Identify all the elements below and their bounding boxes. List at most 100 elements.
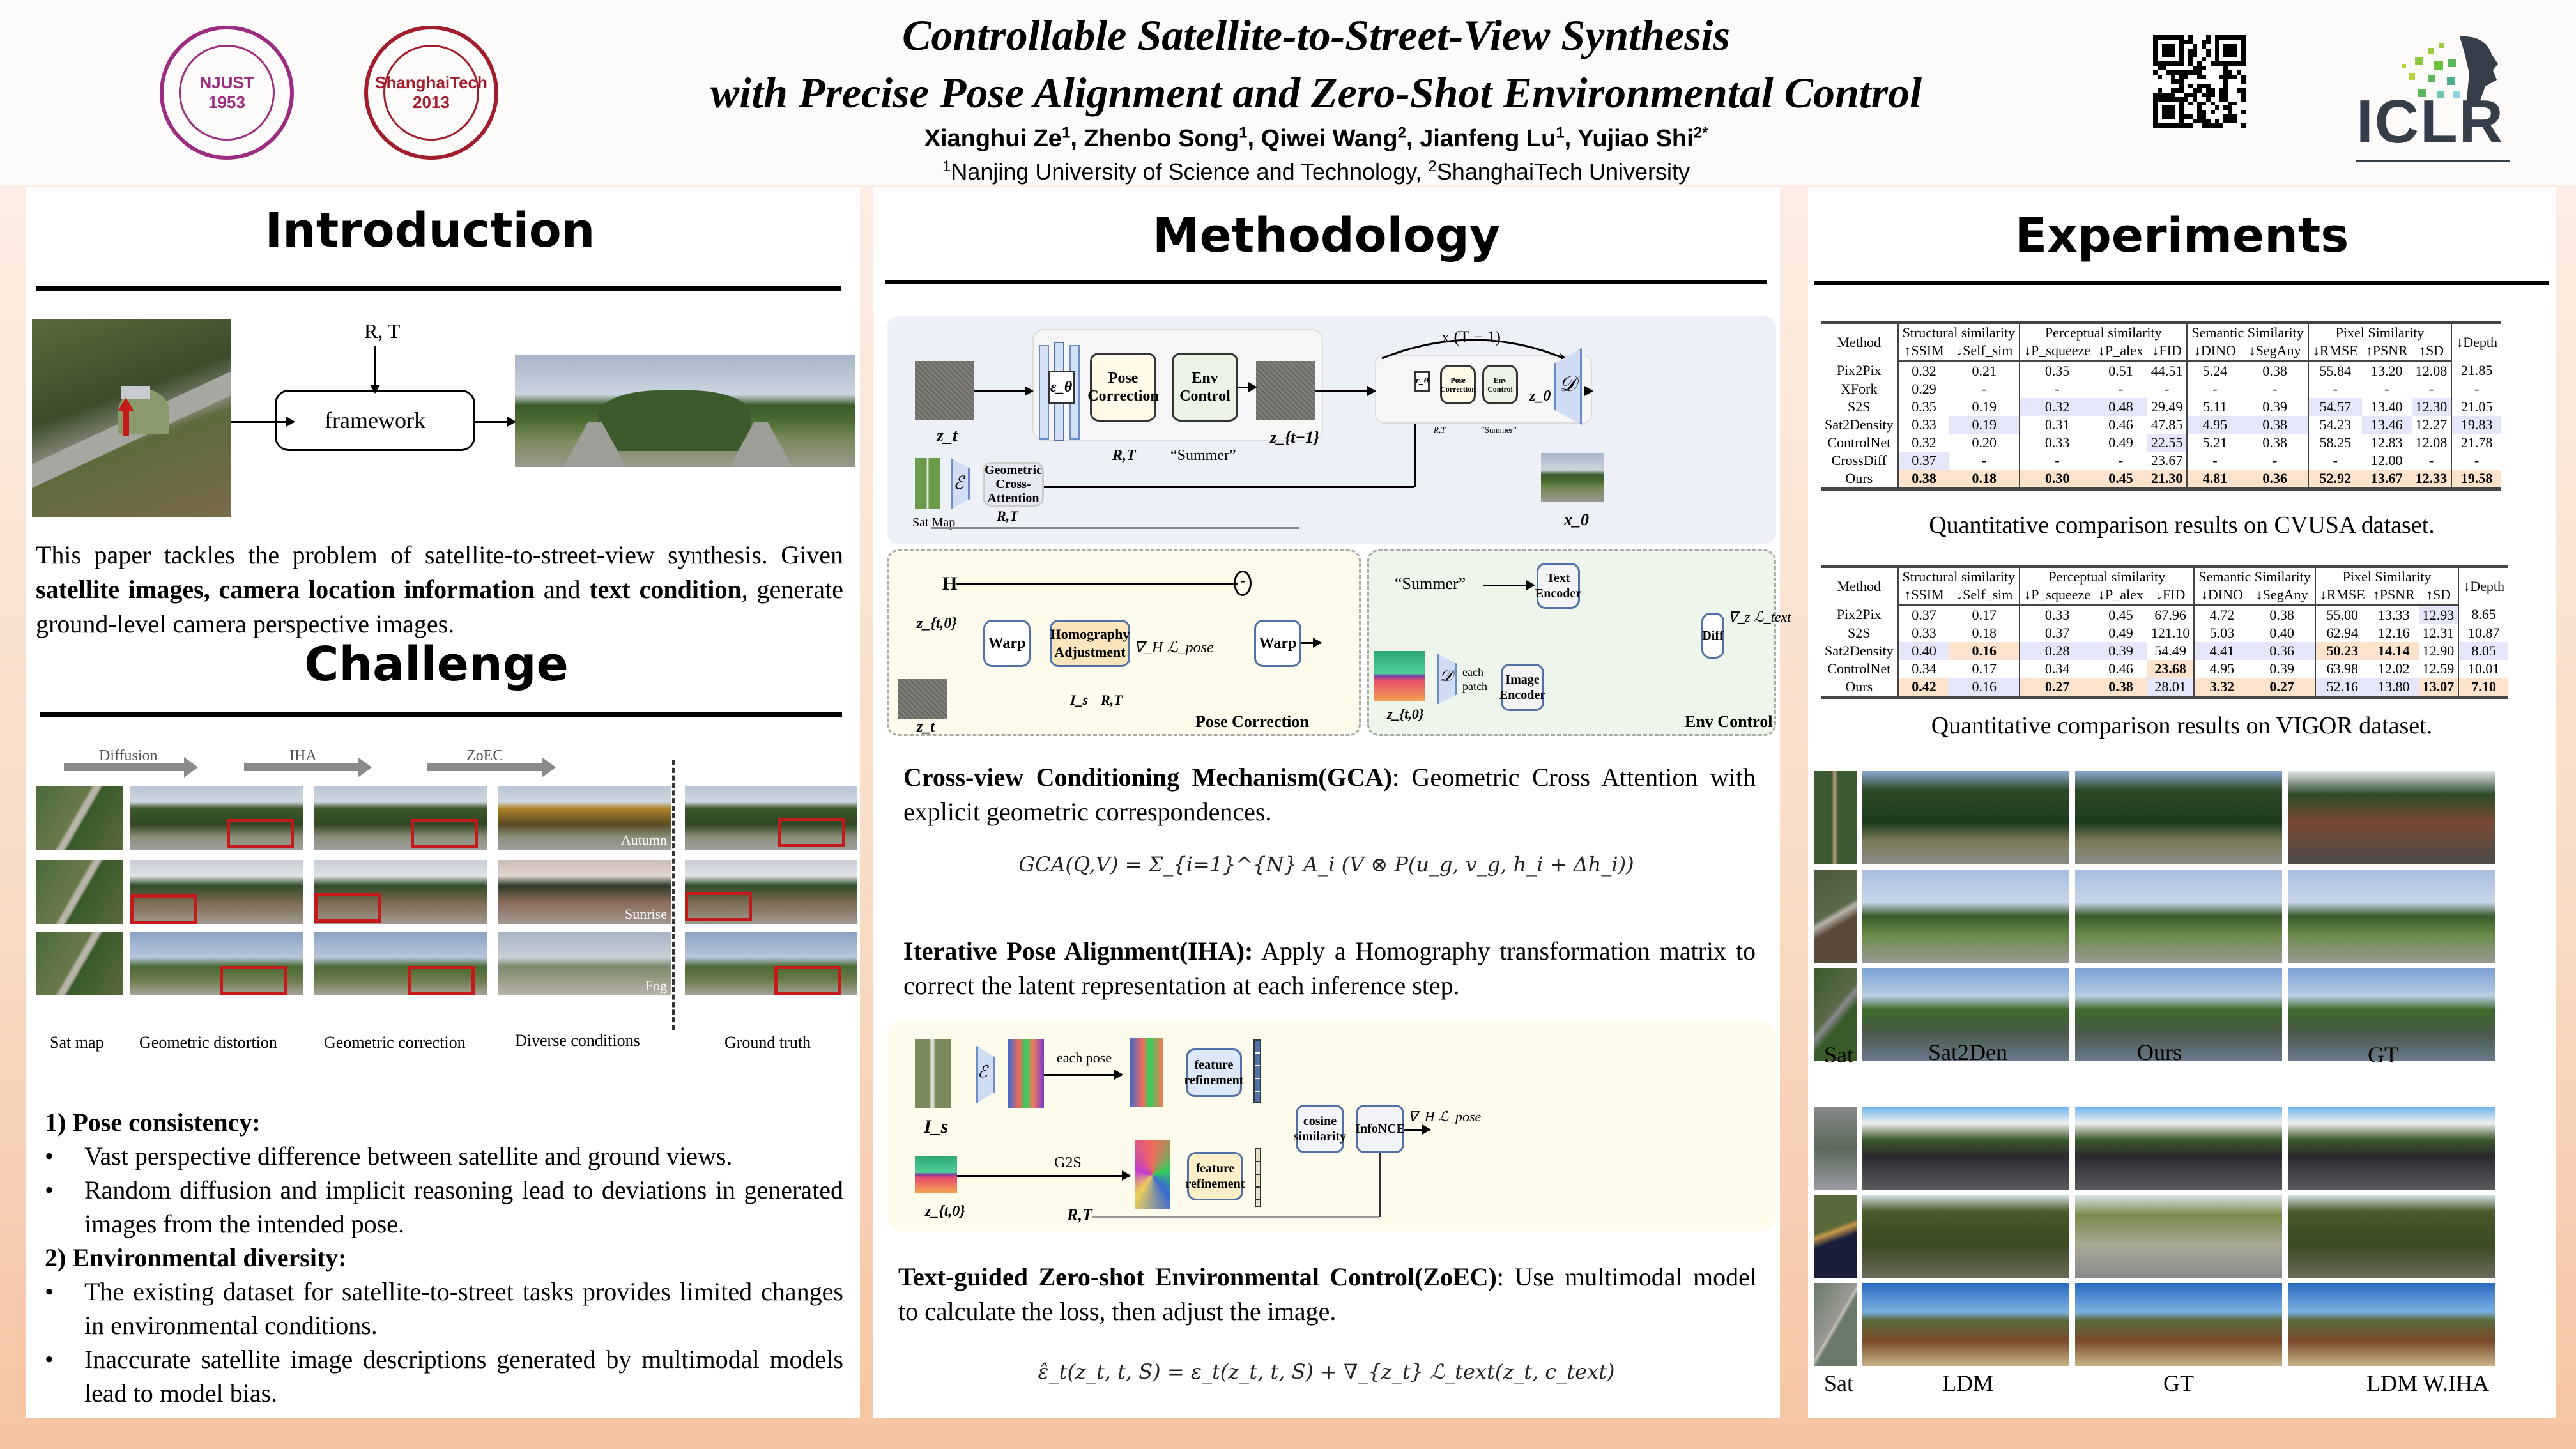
- shanghaitech-logo-text: ShanghaiTech 2013: [375, 45, 487, 141]
- value-cell: 0.20: [1972, 434, 1997, 450]
- value-cell: 8.65: [2458, 605, 2509, 624]
- value-cell: -: [2428, 452, 2434, 468]
- zt0-label: z_{t,0}: [917, 615, 957, 632]
- value-cell: 0.27: [2019, 678, 2095, 699]
- value-cell: -: [2384, 381, 2389, 397]
- value-cell: 0.42: [1897, 678, 1950, 699]
- sat-map-label: Sat Map: [912, 516, 956, 530]
- qual2-label-ldm: LDM: [1942, 1370, 1993, 1396]
- author: Jianfeng Lu1: [1420, 124, 1565, 152]
- value-cell: 21.85: [2451, 361, 2502, 380]
- stage-arrow-zoec: [427, 757, 556, 778]
- result-image: [1862, 1283, 2069, 1366]
- value-cell: 0.30: [2019, 470, 2095, 491]
- feature-vector-1: [1254, 1039, 1261, 1103]
- value-cell: 0.19: [1949, 416, 2020, 434]
- homography-adjustment-box: Homography Adjustment: [1050, 620, 1130, 667]
- challenge-streetview-image: [314, 931, 487, 995]
- value-cell: 14.14: [2368, 642, 2419, 660]
- value-cell: 54.23: [2307, 416, 2362, 434]
- col-header-depth: ↓Depth: [2458, 565, 2509, 605]
- pose-correction-box-small: Pose Correction: [1440, 365, 1476, 404]
- result-image: [2288, 771, 2496, 864]
- col-header: ↓SegAny: [2242, 342, 2308, 362]
- env-summer-label: “Summer”: [1395, 574, 1466, 593]
- methodology-title: Methodology: [1153, 208, 1500, 263]
- each-patch-label: each patch: [1462, 666, 1487, 693]
- env-diversity-heading: 2) Environmental diversity:: [45, 1243, 347, 1272]
- value-cell: 21.05: [2451, 398, 2502, 416]
- condition-label: Autumn: [620, 832, 667, 848]
- value-cell: 21.30: [2147, 470, 2188, 491]
- diff-box: Diff: [1701, 613, 1724, 659]
- value-cell: 52.92: [2307, 470, 2362, 491]
- value-cell: 0.46: [2108, 661, 2133, 677]
- satellite-thumbnail: [1814, 1283, 1857, 1366]
- highlight-box: [774, 966, 842, 995]
- value-cell: 0.38: [2262, 434, 2287, 450]
- value-cell: 0.45: [2108, 607, 2133, 623]
- highlight-box: [778, 818, 845, 847]
- challenge-bullet: •Vast perspective difference between sat…: [45, 1142, 733, 1170]
- value-cell: 0.39: [2269, 661, 2294, 677]
- shanghaitech-logo: ShanghaiTech 2013: [364, 26, 498, 160]
- value-cell: 12.00: [2370, 452, 2403, 468]
- introduction-title: Introduction: [264, 203, 595, 258]
- value-cell: 19.58: [2451, 470, 2502, 491]
- col-header: ↑SSIM: [1897, 342, 1950, 362]
- vigor-caption: Quantitative comparison results on VIGOR…: [1931, 712, 2433, 739]
- value-cell: 12.02: [2377, 661, 2410, 677]
- value-cell: 0.19: [1972, 399, 1997, 415]
- title-line-2: with Precise Pose Alignment and Zero-Sho…: [710, 68, 1922, 117]
- col-header-method: Method: [1821, 565, 1898, 605]
- value-cell: 0.29: [1897, 380, 1950, 398]
- text-gradient-label: ∇_z ℒ_text: [1728, 609, 1791, 625]
- iha-zt0-label: z_{t,0}: [925, 1203, 965, 1220]
- col-header: ↓P_squeeze: [2019, 342, 2095, 362]
- gca-rt-label: R,T: [997, 508, 1018, 524]
- value-cell: 0.34: [1897, 660, 1950, 678]
- group-header: Structural similarity: [1897, 565, 2020, 586]
- latent-visualization: [1374, 651, 1425, 701]
- small-summer-label: “Summer”: [1481, 425, 1517, 434]
- method-cell: XFork: [1841, 381, 1878, 397]
- value-cell: 0.38: [2094, 678, 2147, 699]
- value-cell: 0.39: [2094, 642, 2147, 660]
- challenge-streetview-image: [130, 860, 303, 924]
- value-cell: 0.18: [1972, 625, 1997, 641]
- value-cell: -: [2272, 381, 2278, 397]
- camera-direction-arrow-icon: [118, 397, 134, 436]
- qr-code[interactable]: [2153, 35, 2246, 128]
- env-zt0-label: z_{t,0}: [1387, 706, 1424, 722]
- stage-label-diffusion: Diffusion: [99, 747, 158, 764]
- value-cell: 63.98: [2314, 660, 2369, 678]
- group-header: Pixel Similarity: [2307, 321, 2452, 342]
- result-image: [2075, 870, 2282, 963]
- sat-to-framework-arrow: [231, 417, 295, 427]
- value-cell: 13.33: [2377, 607, 2410, 623]
- intro-satellite-image: [32, 319, 231, 517]
- env-control-diagram: “Summer” Text Encoder Diff ∇_z ℒ_text 𝒟 …: [1367, 549, 1791, 736]
- satellite-thumbnail: [1814, 771, 1857, 864]
- result-image: [2288, 870, 2496, 963]
- value-cell: 58.25: [2307, 434, 2362, 452]
- result-image: [2288, 1107, 2496, 1190]
- value-cell: 12.27: [2415, 417, 2448, 433]
- pose-correction-diagram: H - z_{t,0} Warp Homography Adjustment ∇…: [887, 549, 1361, 736]
- col-header: ↑SD: [2411, 342, 2452, 362]
- noise-latent: [898, 679, 947, 719]
- col-header: ↓P_alex: [2094, 586, 2147, 606]
- value-cell: 21.78: [2451, 434, 2502, 452]
- result-image: [1862, 1107, 2069, 1190]
- author: Zhenbo Song1: [1084, 124, 1248, 152]
- method-cell: Pix2Pix: [1836, 606, 1882, 622]
- col-header: ↓RMSE: [2314, 586, 2369, 606]
- gca-equation: GCA(Q,V) = Σ_{i=1}^{N} A_i (V ⊗ P(u_g, v…: [1018, 852, 1634, 877]
- z0-label: z_0: [1529, 388, 1551, 404]
- value-cell: 12.31: [2422, 625, 2455, 641]
